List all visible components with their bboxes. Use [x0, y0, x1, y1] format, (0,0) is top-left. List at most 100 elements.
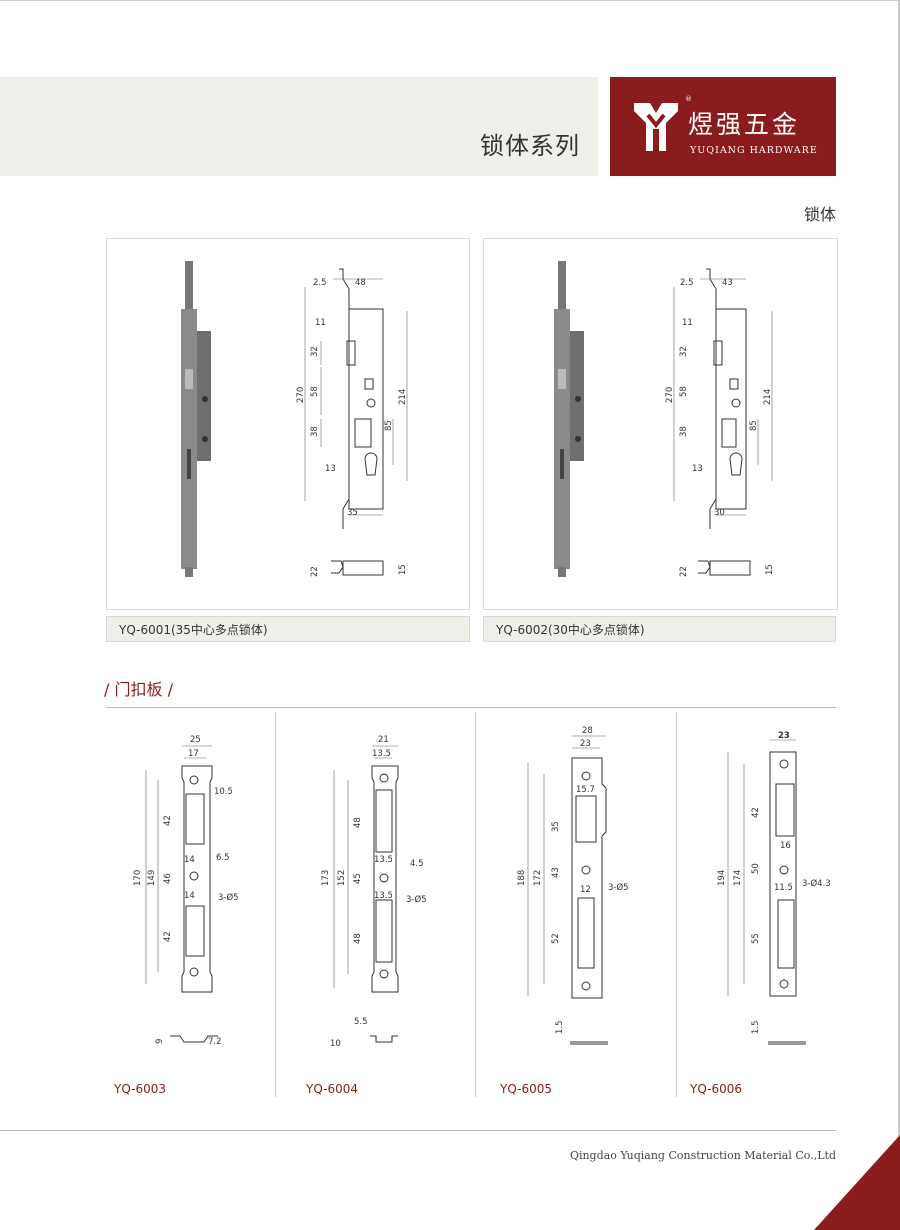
- dim-text: 48: [353, 933, 363, 944]
- dim-text: 5.5: [354, 1017, 368, 1027]
- dim-text: 152: [337, 870, 347, 886]
- dim-text: 58: [310, 386, 320, 397]
- dim-text: 2.5: [680, 278, 694, 288]
- dim-text: 270: [665, 387, 675, 403]
- dim-text: 194: [717, 870, 727, 886]
- dim-text: 13.5: [374, 891, 393, 901]
- dim-text: 14: [184, 891, 195, 901]
- column-divider: [275, 712, 276, 1097]
- dim-text: 214: [763, 389, 773, 405]
- dim-text: 174: [733, 870, 743, 886]
- lock-panel-6001: 2.5 48 11 32 270 58 214 38 85 13 35 22 1…: [106, 238, 470, 610]
- plate-model-6004: YQ-6004: [306, 1082, 358, 1096]
- dim-text: 23: [580, 739, 591, 749]
- plate-model-6006: YQ-6006: [690, 1082, 742, 1096]
- lock-body-heading: 锁体: [803, 205, 836, 224]
- dim-text: 43: [551, 867, 561, 878]
- dim-text: 55: [751, 933, 761, 944]
- dim-text: 7.2: [208, 1037, 222, 1047]
- dim-text: 46: [163, 873, 173, 884]
- dim-text: 1.5: [751, 1020, 761, 1034]
- dim-text: 21: [378, 735, 389, 745]
- dim-text: 3-Ø5: [218, 892, 239, 903]
- dim-text: 270: [296, 387, 306, 403]
- dim-text: 9: [155, 1039, 165, 1044]
- dim-text: 43: [722, 278, 733, 288]
- dim-text: 22: [310, 566, 320, 577]
- column-divider: [475, 712, 476, 1097]
- strike-plate-6004-drawing: 21 13.5 173 152 48 13.5 4.5 45 13.5 3-Ø5…: [321, 735, 427, 1049]
- plate-model-6003: YQ-6003: [114, 1082, 166, 1096]
- dim-text: 13: [692, 464, 703, 474]
- dim-text: 52: [551, 933, 561, 944]
- dim-text: 14: [184, 855, 195, 865]
- dim-text: 23: [778, 731, 790, 741]
- lock-drawing-6001: 2.5 48 11 32 270 58 214 38 85 13 35 22 1…: [181, 261, 408, 577]
- dim-text: 149: [147, 870, 157, 886]
- strike-plate-6006-drawing: 23 194 174 42 16 50 11.5 3-Ø4.3 55 1.5: [717, 731, 831, 1045]
- corner-accent: [814, 1135, 900, 1230]
- dim-text: 15.7: [576, 785, 595, 795]
- strike-plate-6005-drawing: 28 23 15.7 188 172 35 43 12 3-Ø5 52 1.5: [517, 726, 629, 1045]
- header-band: [0, 77, 598, 176]
- plate-model-6005: YQ-6005: [500, 1082, 552, 1096]
- dim-text: 3-Ø5: [608, 882, 629, 893]
- dim-text: 48: [353, 817, 363, 828]
- dim-text: 35: [551, 821, 561, 832]
- dim-text: 32: [310, 346, 320, 357]
- dim-text: 13.5: [374, 855, 393, 865]
- lock-panel-6002: 2.5 43 11 32 270 58 214 38 85 13 30 22 1…: [483, 238, 838, 610]
- dim-text: 85: [749, 420, 759, 431]
- dim-text: 13.5: [372, 749, 391, 759]
- lock-caption-6002: YQ-6002(30中心多点锁体): [483, 616, 836, 642]
- dim-text: 170: [133, 870, 143, 886]
- dim-text: 13: [325, 464, 336, 474]
- dim-text: 3-Ø4.3: [802, 878, 831, 889]
- dim-text: 22: [679, 566, 689, 577]
- section-divider: [106, 707, 836, 708]
- dim-text: 172: [533, 870, 543, 886]
- strike-plates-heading: / 门扣板 /: [104, 680, 173, 699]
- dim-text: 32: [679, 346, 689, 357]
- dim-text: 58: [679, 386, 689, 397]
- dim-text: 42: [163, 931, 173, 942]
- dim-text: 38: [679, 426, 689, 437]
- dim-text: 15: [398, 564, 408, 575]
- registered-mark: ®: [685, 95, 692, 103]
- dim-text: 12: [580, 885, 591, 895]
- dim-text: 3-Ø5: [406, 894, 427, 905]
- dim-text: 188: [517, 870, 527, 886]
- dim-text: 173: [321, 870, 331, 886]
- lock-drawing-6002: 2.5 43 11 32 270 58 214 38 85 13 30 22 1…: [554, 261, 775, 577]
- dim-text: 15: [765, 564, 775, 575]
- brand-name: 煜强五金: [688, 110, 801, 139]
- dim-text: 2.5: [313, 278, 327, 288]
- dim-text: 42: [751, 807, 761, 818]
- dim-text: 6.5: [216, 853, 230, 863]
- dim-text: 50: [751, 863, 761, 874]
- dim-text: 45: [353, 873, 363, 884]
- strike-plate-6003-drawing: 25 17 10.5 170 149 42 14 6.5 46 14 3-Ø5 …: [133, 735, 239, 1047]
- dim-text: 30: [714, 508, 725, 518]
- dim-text: 10: [330, 1039, 341, 1049]
- dim-text: 11.5: [774, 883, 793, 893]
- lock-caption-6001: YQ-6001(35中心多点锁体): [106, 616, 470, 642]
- page-top-border: [0, 0, 900, 1]
- dim-text: 17: [188, 749, 199, 759]
- dim-text: 10.5: [214, 787, 233, 797]
- brand-block: ® 煜强五金 YUQIANG HARDWARE: [610, 77, 836, 176]
- dim-text: 48: [355, 278, 366, 288]
- dim-text: 28: [582, 726, 593, 736]
- dim-text: 25: [190, 735, 201, 745]
- page-right-border: [898, 0, 900, 1230]
- dim-text: 4.5: [410, 859, 424, 869]
- brand-subtitle: YUQIANG HARDWARE: [690, 145, 818, 156]
- dim-text: 11: [315, 318, 326, 328]
- brand-logo-icon: [634, 103, 678, 151]
- dim-text: 38: [310, 426, 320, 437]
- dim-text: 16: [780, 841, 791, 851]
- dim-text: 42: [163, 815, 173, 826]
- section-title: 锁体系列: [480, 132, 580, 160]
- dim-text: 85: [384, 420, 394, 431]
- dim-text: 1.5: [555, 1020, 565, 1034]
